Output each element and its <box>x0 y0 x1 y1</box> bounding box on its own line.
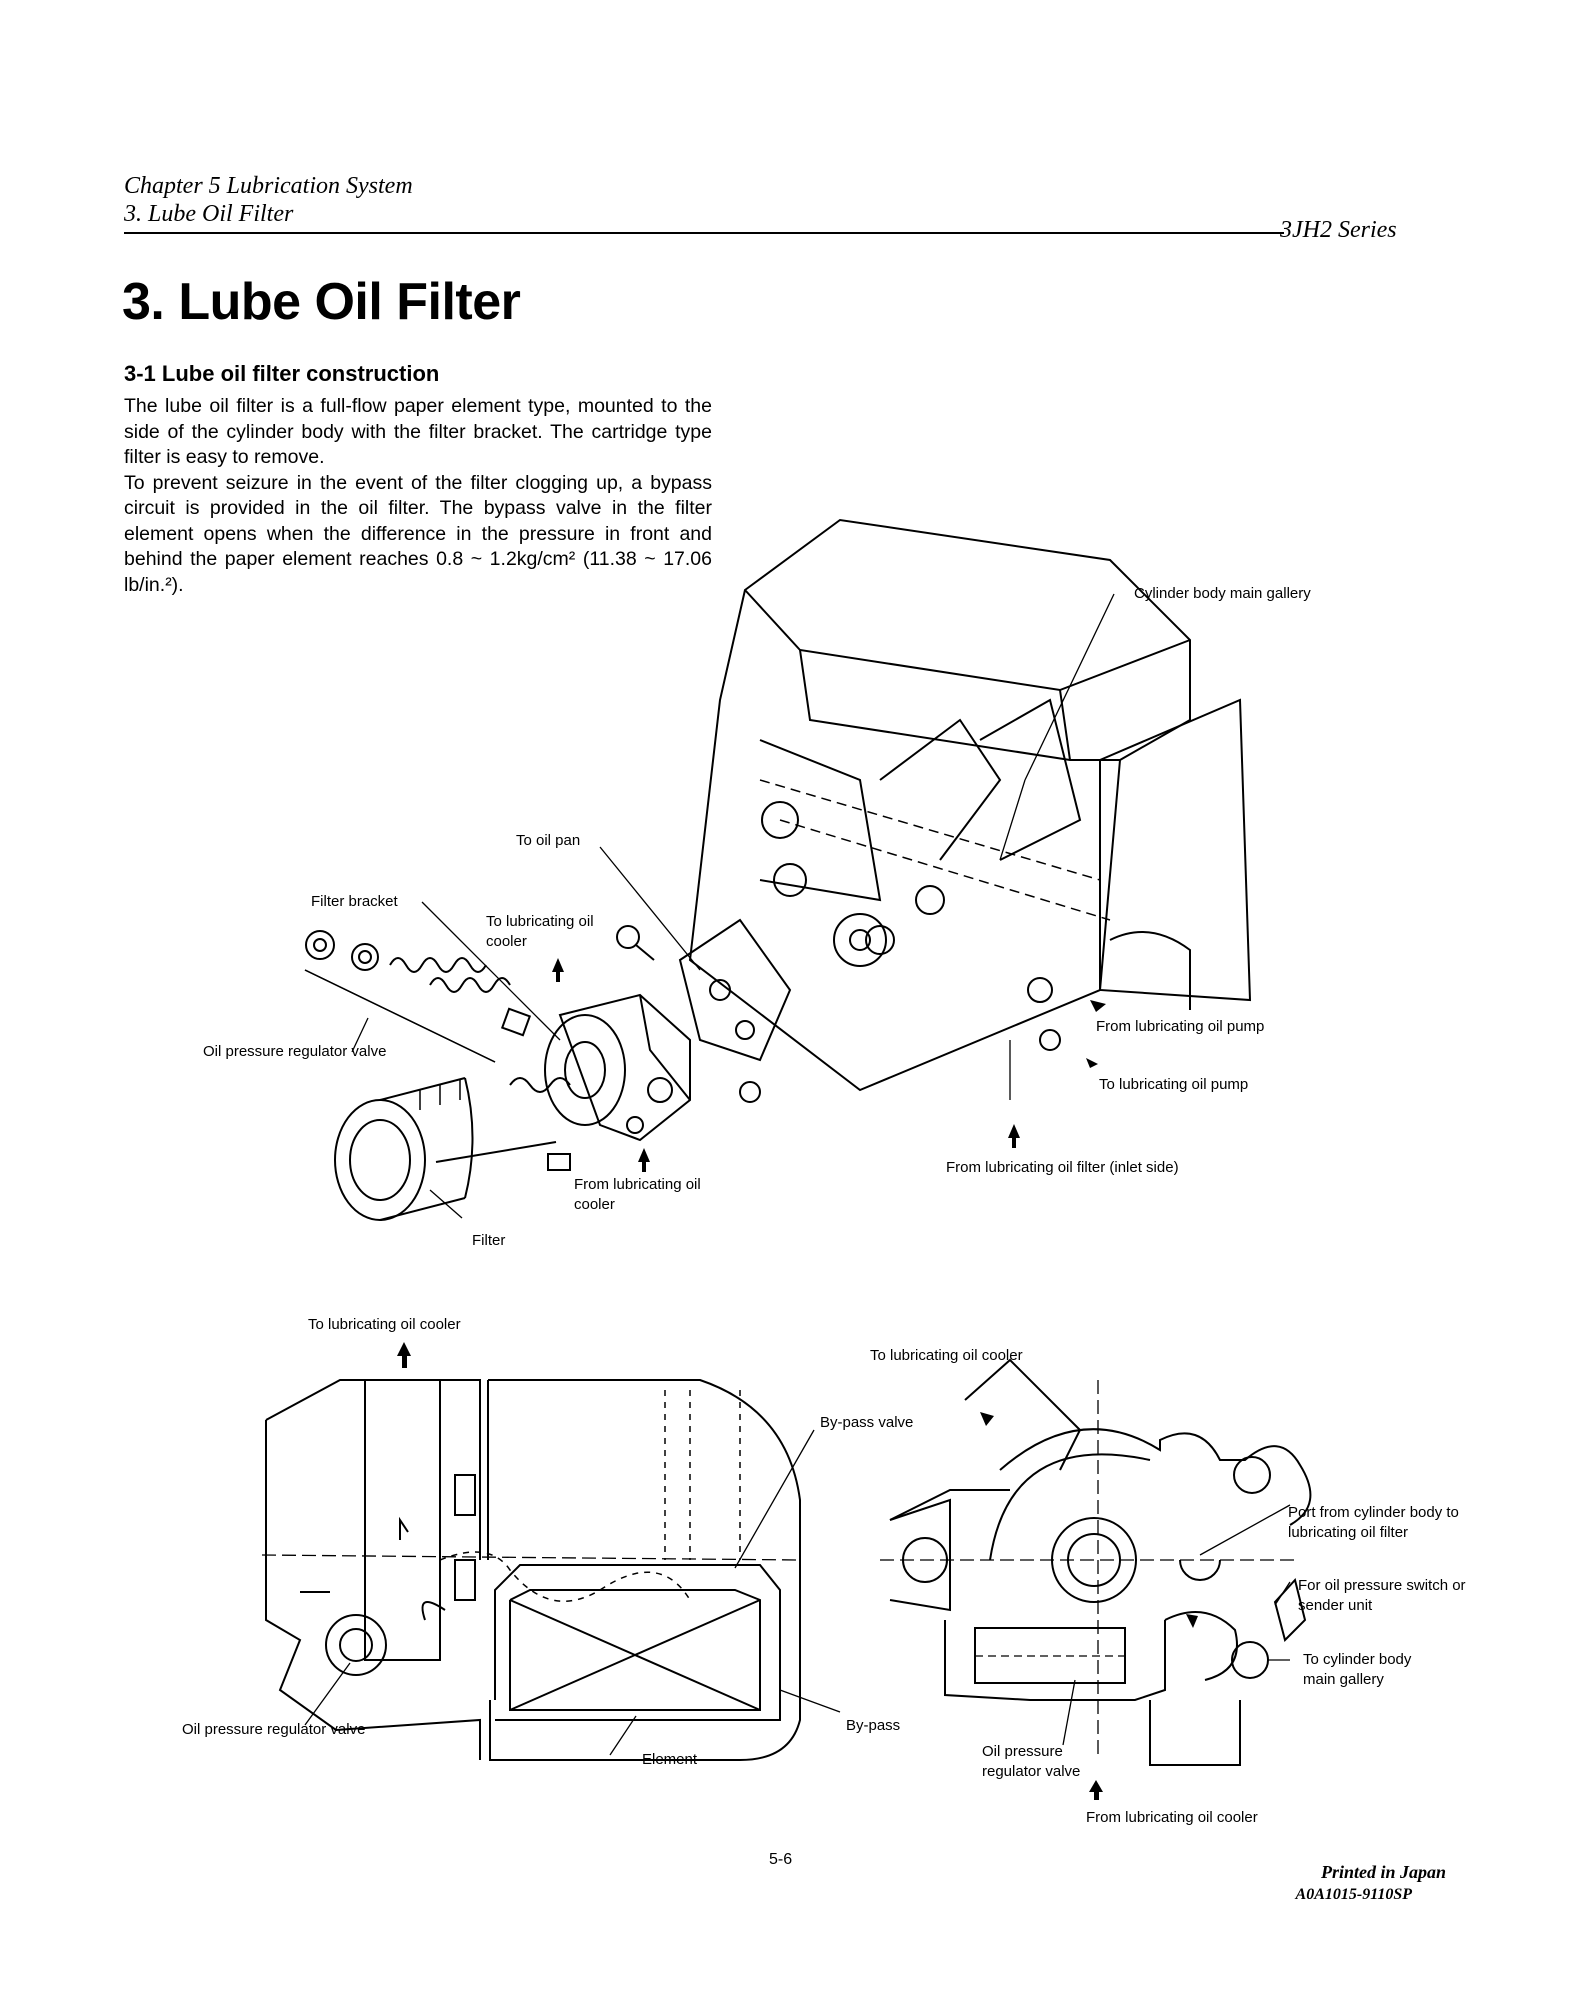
subsection-heading: 3-1 Lube oil filter construction <box>124 361 440 386</box>
label-to-cooler-bl: To lubricating oil cooler <box>308 1316 461 1333</box>
label-element: Element <box>642 1751 698 1768</box>
paragraph: To prevent seizure in the event of the f… <box>124 471 712 596</box>
body-text: The lube oil filter is a full-flow paper… <box>124 394 712 598</box>
page-title: 3. Lube Oil Filter <box>122 273 521 331</box>
label-regulator-valve-br: Oil pressure regulator valve <box>982 1743 1081 1780</box>
label-to-gallery: To cylinder body main gallery <box>1303 1651 1412 1688</box>
label-to-oil-pan: To oil pan <box>516 832 581 849</box>
series-label: 3JH2 Series <box>1280 217 1397 243</box>
label-filter: Filter <box>472 1232 506 1249</box>
label-to-cooler-br: To lubricating oil cooler <box>870 1347 1023 1364</box>
page-number: 5-6 <box>769 1851 793 1868</box>
bottom-right-section <box>880 1360 1310 1765</box>
label-bypass: By-pass <box>846 1717 901 1734</box>
label-to-cooler-top: To lubricating oil cooler <box>486 913 594 950</box>
label-from-oil-pump: From lubricating oil pump <box>1096 1018 1265 1035</box>
document-code: A0A1015-9110SP <box>1295 1886 1412 1903</box>
label-to-oil-pump: To lubricating oil pump <box>1099 1076 1249 1093</box>
label-pressure-switch: For oil pressure switch or sender unit <box>1298 1577 1466 1614</box>
label-port-from-body: Port from cylinder body to lubricating o… <box>1288 1504 1459 1541</box>
filter-bracket-drawing <box>545 995 690 1140</box>
printed-in: Printed in Japan <box>1320 1862 1446 1882</box>
label-filter-bracket: Filter bracket <box>311 893 398 910</box>
filter-cartridge-drawing <box>335 1078 473 1220</box>
label-cylinder-gallery: Cylinder body main gallery <box>1134 585 1311 602</box>
cylinder-block-drawing <box>690 520 1250 1090</box>
label-from-cooler-top: From lubricating oil cooler <box>574 1176 701 1213</box>
paragraph: The lube oil filter is a full-flow paper… <box>124 395 712 468</box>
gasket-drawing <box>680 920 790 1060</box>
header-rule <box>124 232 1284 234</box>
label-from-filter-inlet: From lubricating oil filter (inlet side) <box>946 1159 1179 1176</box>
chapter-title: Chapter 5 Lubrication System <box>124 173 413 199</box>
label-regulator-valve-top: Oil pressure regulator valve <box>203 1043 387 1060</box>
label-regulator-valve-bl: Oil pressure regulator valve <box>182 1721 366 1738</box>
label-from-cooler-br: From lubricating oil cooler <box>1086 1809 1258 1826</box>
flow-arrows <box>552 958 1106 1172</box>
label-bypass-valve: By-pass valve <box>820 1414 914 1431</box>
bottom-left-section <box>262 1380 800 1760</box>
section-title: 3. Lube Oil Filter <box>124 201 294 227</box>
